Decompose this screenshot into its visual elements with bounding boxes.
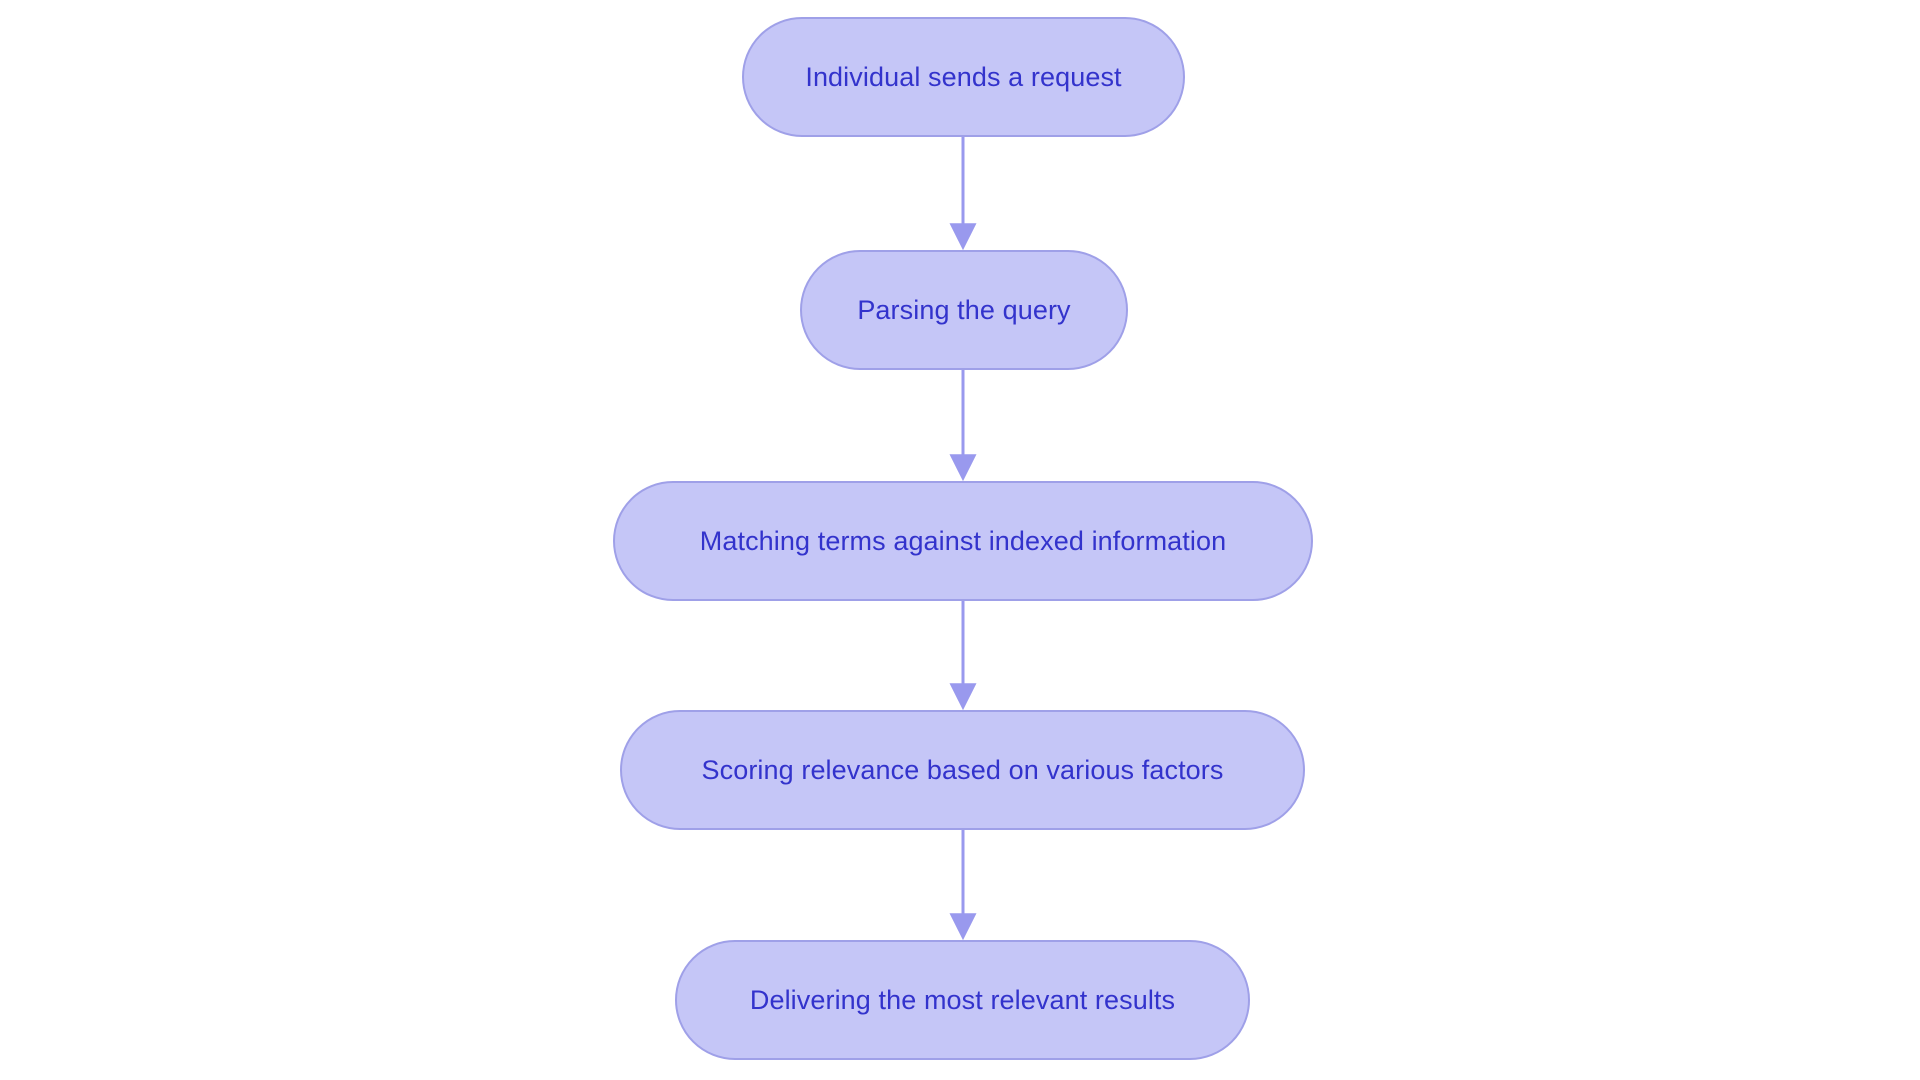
flow-node-label: Scoring relevance based on various facto… [701, 754, 1224, 785]
flow-node-delivering-the-most-relevant-results[interactable]: Delivering the most relevant results [675, 940, 1250, 1060]
flow-node-individual-sends-a-request[interactable]: Individual sends a request [742, 17, 1185, 137]
flow-node-label: Parsing the query [857, 294, 1071, 325]
flow-node-scoring-relevance-based-on-various-factors[interactable]: Scoring relevance based on various facto… [620, 710, 1305, 830]
flow-node-matching-terms-against-indexed-information[interactable]: Matching terms against indexed informati… [613, 481, 1313, 601]
flow-node-label: Matching terms against indexed informati… [699, 525, 1227, 556]
flow-node-label: Delivering the most relevant results [749, 984, 1176, 1015]
flow-node-parsing-the-query[interactable]: Parsing the query [800, 250, 1128, 370]
flow-node-label: Individual sends a request [805, 61, 1122, 92]
